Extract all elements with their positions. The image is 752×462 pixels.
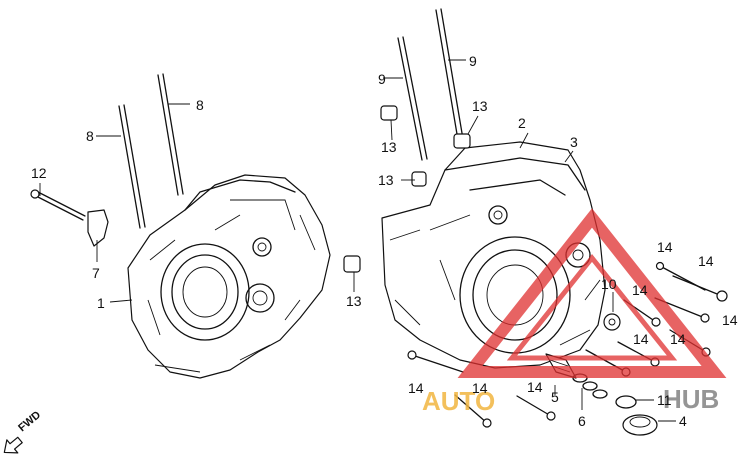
- callout-11: 11: [657, 392, 672, 408]
- callout-8a: 8: [86, 128, 94, 144]
- leader-lines: [39, 59, 676, 422]
- callout-13b: 13: [378, 172, 394, 188]
- watermark-text-left: AUTO: [422, 386, 495, 416]
- callout-13c: 13: [346, 293, 362, 309]
- bolt-12: [30, 189, 86, 221]
- callout-14b: 14: [698, 253, 714, 269]
- callout-14a: 14: [657, 239, 673, 255]
- watermark-text-right: HUB: [663, 384, 719, 414]
- dowel-pin-13d: [453, 133, 471, 149]
- callout-14d: 14: [722, 312, 738, 328]
- left-crankcase: [127, 174, 331, 379]
- callout-13d: 13: [472, 98, 488, 114]
- callout-14c: 14: [632, 282, 648, 298]
- callout-9a: 9: [378, 71, 386, 87]
- callout-13a: 13: [381, 139, 397, 155]
- callout-1: 1: [97, 295, 105, 311]
- callout-6: 6: [578, 413, 586, 429]
- clamp-7: [87, 209, 109, 247]
- fwd-direction-marker: FWD: [3, 409, 43, 454]
- callout-9b: 9: [469, 53, 477, 69]
- callout-10: 10: [601, 276, 617, 292]
- callout-12: 12: [31, 165, 47, 181]
- dowel-pin-13c: [343, 255, 361, 273]
- callout-5: 5: [551, 389, 559, 405]
- fwd-label: FWD: [16, 409, 43, 434]
- callout-4: 4: [679, 413, 687, 429]
- stud-bolt-9-right: [435, 8, 464, 141]
- drain-cap-4: [622, 414, 658, 436]
- callout-14i: 14: [527, 379, 543, 395]
- stud-bolt-8-left: [118, 104, 146, 229]
- callout-3: 3: [570, 134, 578, 150]
- watermark-triangle-icon: [457, 208, 727, 378]
- callout-14h: 14: [472, 380, 488, 396]
- callout-labels: 1 2 3 4 5 6 7 8 8 9 9 10 11 12 13 13 13 …: [31, 53, 738, 429]
- stud-bolt-8-right: [157, 73, 184, 196]
- dowel-pin-13b: [411, 171, 427, 187]
- callout-14g: 14: [408, 380, 424, 396]
- callout-14f: 14: [670, 331, 686, 347]
- callout-8b: 8: [196, 97, 204, 113]
- stud-bolt-9-left: [397, 36, 428, 161]
- callout-7: 7: [92, 265, 100, 281]
- o-ring-11: [615, 395, 637, 409]
- drain-bolt-10: [603, 313, 621, 331]
- watermark: [457, 208, 727, 378]
- dowel-pin-13a: [380, 105, 398, 121]
- callout-2: 2: [518, 115, 526, 131]
- callout-14e: 14: [633, 331, 649, 347]
- watermark-triangle-inner-icon: [506, 253, 678, 361]
